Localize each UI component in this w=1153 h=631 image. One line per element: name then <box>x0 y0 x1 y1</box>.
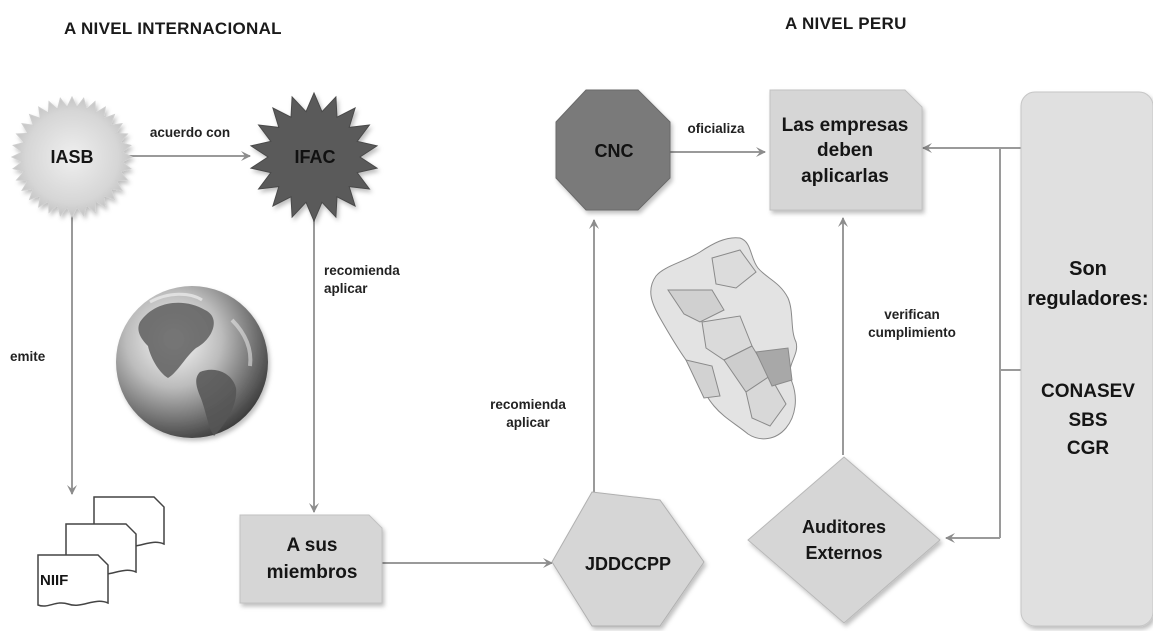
label-recomienda-aplicar-2: recomienda aplicar <box>490 397 566 430</box>
label-verifican-cumplimiento: verifican cumplimiento <box>868 307 956 340</box>
reguladores-list: CONASEV SBS CGR <box>1026 378 1150 464</box>
jdcc-hexagon-shape <box>551 491 705 627</box>
iasb-node: IASB <box>50 146 94 167</box>
label-oficializa: oficializa <box>687 121 745 136</box>
ifac-node: IFAC <box>294 146 336 167</box>
auditores-node: Auditores Externos <box>801 516 886 563</box>
jdcc-node: JDDCCPP <box>584 553 672 574</box>
niif-node: NIIF <box>40 571 69 589</box>
iasb-sun-shape <box>10 95 134 219</box>
miembros-node: A sus miembros <box>266 535 358 583</box>
globe-image <box>116 286 268 438</box>
niif-documents <box>37 496 165 607</box>
regulador-item: CONASEV <box>1041 381 1135 402</box>
miembros-box-shape <box>239 514 383 604</box>
reguladores-panel-shape <box>1020 91 1153 627</box>
reguladores-title: Son reguladores: <box>1027 258 1149 310</box>
cnc-node: CNC <box>594 140 634 161</box>
header-international: A NIVEL INTERNACIONAL <box>64 19 282 38</box>
regulador-item: CGR <box>1066 438 1110 459</box>
empresas-box-shape <box>769 89 923 211</box>
header-peru: A NIVEL PERU <box>785 14 907 33</box>
peru-map-image <box>650 237 798 440</box>
cnc-octagon-shape <box>555 89 671 211</box>
label-recomienda-aplicar-1: recomienda aplicar <box>324 263 400 296</box>
label-emite: emite <box>10 349 46 364</box>
auditores-diamond-shape <box>747 456 941 624</box>
label-acuerdo-con: acuerdo con <box>149 125 231 140</box>
ifac-star-shape <box>249 91 379 223</box>
regulador-item: SBS <box>1068 409 1108 431</box>
empresas-node: Las empresas deben aplicarlas <box>781 115 909 187</box>
